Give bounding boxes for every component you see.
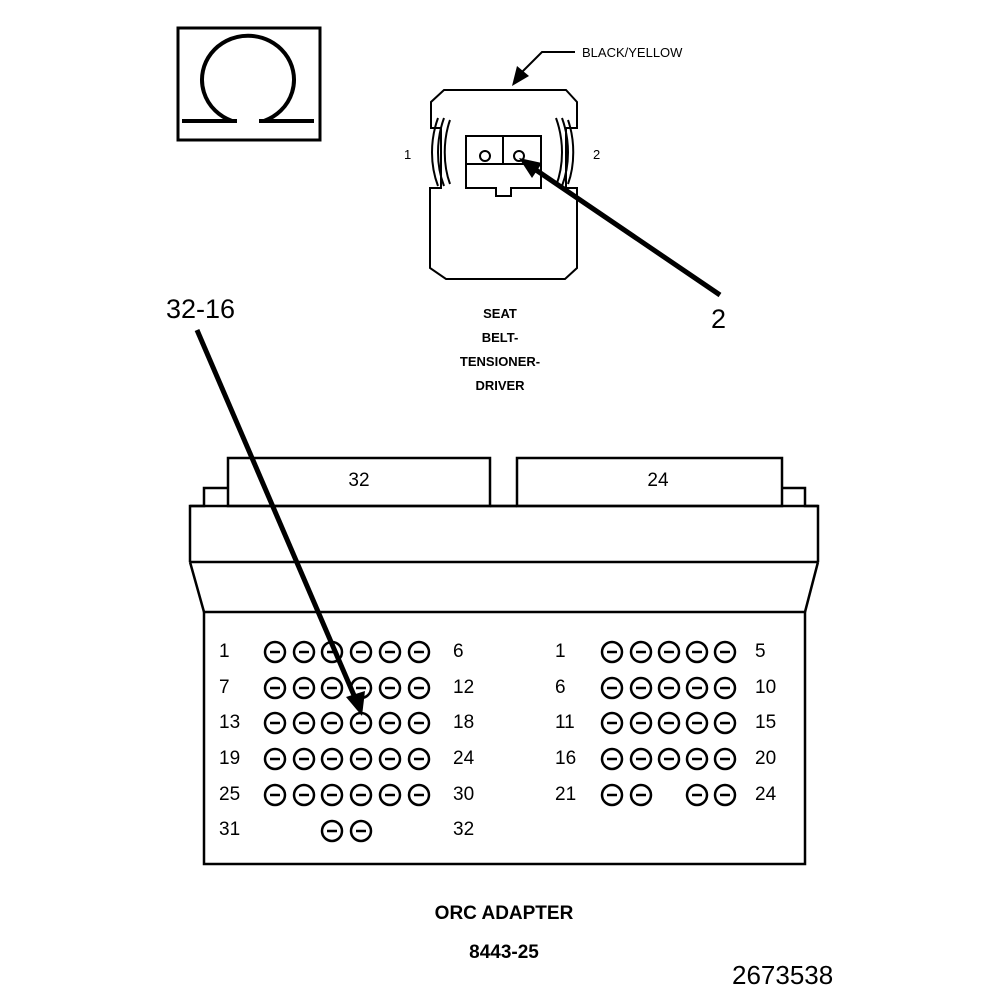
orc-adapter-part-number: 8443-25	[469, 942, 539, 963]
terminal-cavities	[263, 640, 737, 843]
terminal-cavity	[320, 747, 344, 771]
terminal-cavity	[685, 676, 709, 700]
row-start-label: 19	[219, 748, 241, 769]
row-start-label: 13	[219, 712, 241, 733]
terminal-cavity	[713, 640, 737, 664]
terminal-cavity	[713, 711, 737, 735]
pin-label-1: 1	[404, 147, 412, 162]
terminal-cavity	[263, 747, 287, 771]
orc-adapter-title: ORC ADAPTER	[434, 903, 574, 924]
row-end-label: 18	[453, 712, 475, 733]
terminal-cavity	[407, 640, 431, 664]
terminal-cavity	[292, 711, 316, 735]
seat-belt-connector-drawing	[429, 89, 578, 280]
terminal-cavity	[378, 783, 402, 807]
terminal-cavity	[378, 676, 402, 700]
terminal-cavity	[629, 640, 653, 664]
terminal-cavity	[629, 747, 653, 771]
seat-belt-title-line-2: BELT-	[481, 330, 519, 345]
terminal-cavity	[320, 783, 344, 807]
row-end-label: 20	[755, 748, 777, 769]
pin-label-2: 2	[593, 147, 601, 162]
callout-32-16-arrow	[194, 329, 365, 716]
row-end-label: 10	[755, 677, 777, 698]
callout-32-16: 32-16	[166, 294, 236, 324]
terminal-cavity	[600, 640, 624, 664]
terminal-cavity	[292, 783, 316, 807]
seat-belt-title-line-3: TENSIONER-	[459, 354, 541, 369]
row-start-label: 1	[555, 641, 566, 662]
terminal-cavity	[378, 640, 402, 664]
row-end-label: 24	[755, 784, 777, 805]
terminal-cavity	[320, 819, 344, 843]
seat-belt-title-line-4: DRIVER	[475, 378, 525, 393]
omega-icon	[176, 26, 322, 142]
terminal-cavity	[657, 711, 681, 735]
row-start-label: 31	[219, 819, 241, 840]
row-end-label: 6	[453, 641, 464, 662]
terminal-cavity	[657, 747, 681, 771]
terminal-cavity	[349, 640, 373, 664]
connector-32-tab-label: 32	[348, 470, 370, 491]
terminal-cavity	[263, 783, 287, 807]
terminal-cavity	[713, 676, 737, 700]
terminal-cavity	[657, 640, 681, 664]
orc-adapter-drawing	[188, 456, 820, 866]
row-end-label: 32	[453, 819, 475, 840]
row-end-label: 30	[453, 784, 475, 805]
row-start-label: 11	[555, 712, 575, 733]
terminal-cavity	[349, 783, 373, 807]
row-start-label: 25	[219, 784, 241, 805]
terminal-cavity	[349, 711, 373, 735]
terminal-cavity	[657, 676, 681, 700]
seat-belt-title-line-1: SEAT	[483, 306, 517, 321]
terminal-cavity	[320, 676, 344, 700]
terminal-cavity	[407, 747, 431, 771]
wire-color-leader	[512, 51, 575, 86]
callout-2: 2	[711, 304, 727, 334]
row-start-label: 1	[219, 641, 230, 662]
terminal-cavity	[407, 676, 431, 700]
terminal-cavity	[600, 676, 624, 700]
connector-24-tab-label: 24	[647, 470, 669, 491]
terminal-cavity	[407, 783, 431, 807]
terminal-cavity	[263, 711, 287, 735]
row-end-label: 5	[755, 641, 766, 662]
row-start-label: 6	[555, 677, 566, 698]
terminal-cavity	[320, 711, 344, 735]
terminal-cavity	[713, 747, 737, 771]
terminal-cavity	[407, 711, 431, 735]
terminal-cavity	[685, 747, 709, 771]
row-start-label: 21	[555, 784, 577, 805]
terminal-cavity	[629, 711, 653, 735]
terminal-cavity	[600, 747, 624, 771]
row-end-label: 15	[755, 712, 777, 733]
terminal-cavity	[349, 819, 373, 843]
terminal-cavity	[263, 640, 287, 664]
wire-color-label: BLACK/YELLOW	[582, 45, 683, 60]
terminal-cavity	[263, 676, 287, 700]
row-start-label: 7	[219, 677, 230, 698]
terminal-cavity	[629, 783, 653, 807]
row-start-label: 16	[555, 748, 577, 769]
terminal-cavity	[600, 711, 624, 735]
terminal-cavity	[629, 676, 653, 700]
row-end-label: 12	[453, 677, 475, 698]
terminal-cavity	[685, 640, 709, 664]
terminal-cavity	[685, 783, 709, 807]
terminal-cavity	[292, 676, 316, 700]
terminal-cavity	[292, 640, 316, 664]
terminal-cavity	[292, 747, 316, 771]
terminal-cavity	[378, 747, 402, 771]
terminal-cavity	[600, 783, 624, 807]
terminal-cavity	[713, 783, 737, 807]
terminal-cavity	[685, 711, 709, 735]
row-end-label: 24	[453, 748, 475, 769]
terminal-cavity	[349, 747, 373, 771]
figure-id: 2673538	[732, 960, 834, 990]
callout-2-arrow	[519, 158, 722, 298]
terminal-cavity	[378, 711, 402, 735]
